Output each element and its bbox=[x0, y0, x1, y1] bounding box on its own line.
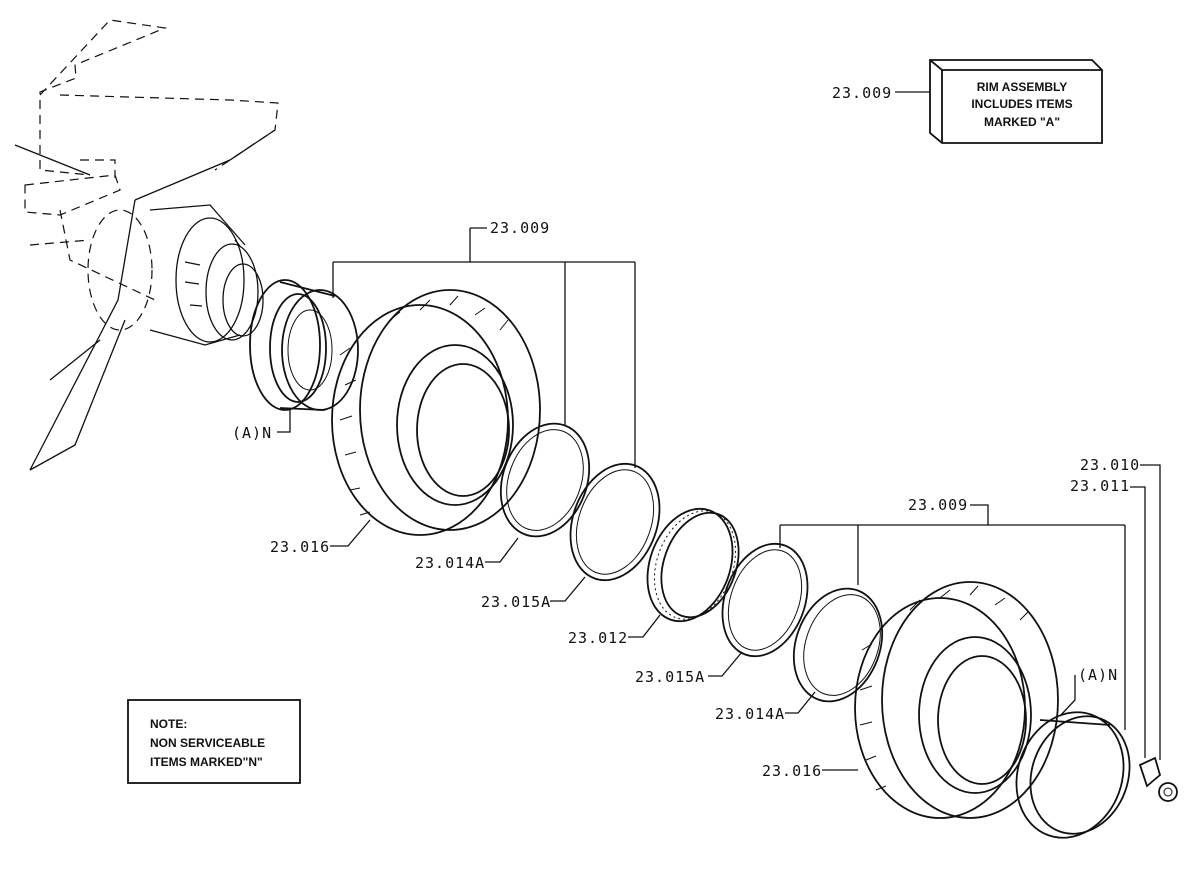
wheel-nut bbox=[1138, 756, 1178, 802]
lower-ring-23-014A bbox=[792, 587, 884, 703]
nut-b-label: 23.011 bbox=[1070, 477, 1130, 495]
rim-box-line-2: INCLUDES ITEMS bbox=[971, 97, 1072, 111]
lower-hub-flag-label: (A)N bbox=[1078, 666, 1118, 684]
lower-rim-assembly-label: 23.009 bbox=[908, 496, 968, 514]
rim-box-line-3: MARKED "A" bbox=[984, 115, 1060, 129]
note-line-1: NOTE: bbox=[150, 717, 187, 731]
rim-box-ref-label: 23.009 bbox=[832, 84, 892, 102]
upper-ring-23-014A bbox=[499, 422, 591, 538]
lower-tire-label: 23.016 bbox=[762, 762, 822, 780]
note-line-2: NON SERVICEABLE bbox=[150, 736, 265, 750]
lower-ring-23-015A bbox=[721, 542, 809, 658]
lower-ring-a-label: 23.014A bbox=[715, 705, 785, 723]
upper-rim-half bbox=[249, 279, 359, 411]
landing-gear-strut bbox=[14, 19, 279, 471]
upper-hub-flag-label: (A)N bbox=[232, 424, 272, 442]
upper-tire-label: 23.016 bbox=[270, 538, 330, 556]
lower-rim-half bbox=[1015, 711, 1131, 839]
nut-a-label: 23.010 bbox=[1080, 456, 1140, 474]
leader-lines bbox=[277, 91, 1161, 771]
rim-box-line-1: RIM ASSEMBLY bbox=[977, 80, 1067, 94]
note-box: NOTE: NON SERVICEABLE ITEMS MARKED"N" bbox=[127, 699, 301, 784]
upper-ring-b-label: 23.015A bbox=[481, 593, 551, 611]
upper-ring-23-015A bbox=[569, 462, 661, 582]
upper-rim-assembly-label: 23.009 bbox=[490, 219, 550, 237]
lock-ring-label: 23.012 bbox=[568, 629, 628, 647]
upper-tire bbox=[331, 289, 541, 536]
note-line-3: ITEMS MARKED"N" bbox=[150, 755, 263, 769]
lock-ring-23-012 bbox=[646, 507, 740, 623]
rim-assembly-box: RIM ASSEMBLY INCLUDES ITEMS MARKED "A" bbox=[929, 59, 1103, 144]
lower-ring-b-label: 23.015A bbox=[635, 668, 705, 686]
lower-tire bbox=[854, 581, 1059, 819]
upper-ring-a-label: 23.014A bbox=[415, 554, 485, 572]
